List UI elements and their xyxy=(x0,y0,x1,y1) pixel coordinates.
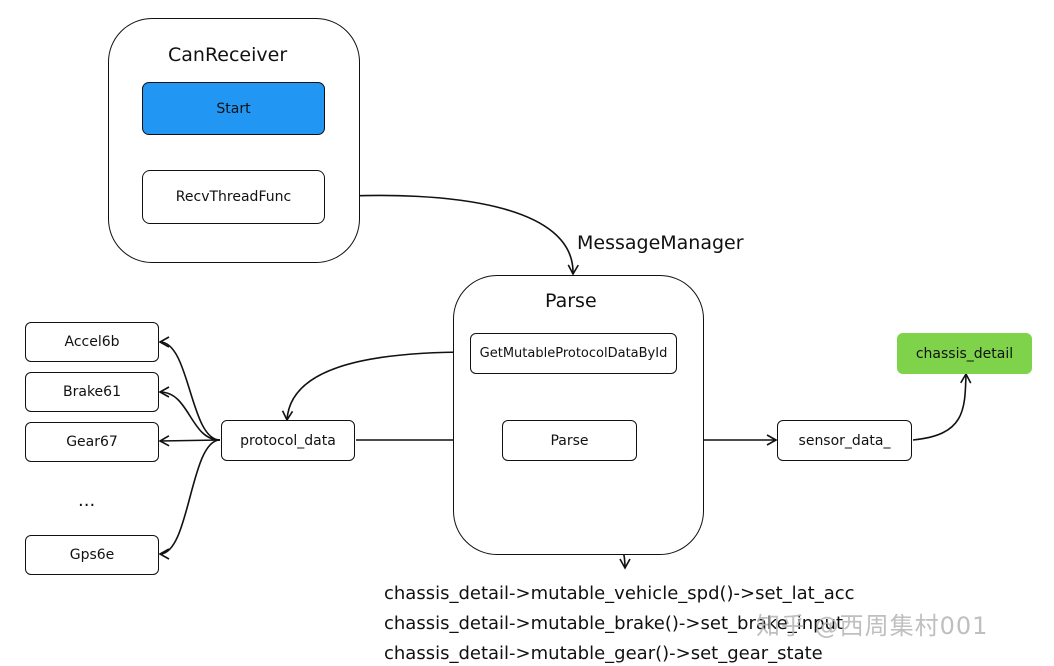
sensor-data-node[interactable]: sensor_data_ xyxy=(777,420,912,461)
message-manager-label: MessageManager xyxy=(577,232,744,254)
edge-recv-to-parse-container xyxy=(325,194,579,276)
parse-container xyxy=(453,275,704,555)
accel6b-node[interactable]: Accel6b xyxy=(25,322,159,362)
edge-getmutable-to-protocol-data xyxy=(281,351,471,422)
edge-sensor-data-to-chassis-detail xyxy=(912,372,972,441)
code-line-1: chassis_detail->mutable_vehicle_spd()->s… xyxy=(384,583,855,604)
ellipsis-label: ... xyxy=(78,490,96,511)
edge-protocol-data-to-gps6e xyxy=(158,439,221,560)
parse-container-title: Parse xyxy=(545,290,597,312)
code-line-3: chassis_detail->mutable_gear()->set_gear… xyxy=(384,643,823,664)
get-mutable-protocol-data-by-id-node[interactable]: GetMutableProtocolDataById xyxy=(470,333,677,374)
start-node[interactable]: Start xyxy=(142,82,325,135)
parse-node[interactable]: Parse xyxy=(502,420,637,461)
edge-protocol-data-to-brake61 xyxy=(158,386,221,441)
chassis-detail-node[interactable]: chassis_detail xyxy=(897,333,1032,374)
watermark: 知乎 @西周集村001 xyxy=(756,612,989,640)
recv-thread-func-node[interactable]: RecvThreadFunc xyxy=(142,170,325,224)
edge-protocol-data-to-accel6b xyxy=(158,336,221,441)
code-line-2: chassis_detail->mutable_brake()->set_bra… xyxy=(384,613,844,634)
gear67-node[interactable]: Gear67 xyxy=(25,422,159,462)
edge-protocol-data-to-gear67 xyxy=(158,435,221,447)
can-receiver-title: CanReceiver xyxy=(168,44,288,66)
protocol-data-node[interactable]: protocol_data xyxy=(221,420,355,461)
gps6e-node[interactable]: Gps6e xyxy=(25,535,159,575)
brake61-node[interactable]: Brake61 xyxy=(25,372,159,412)
